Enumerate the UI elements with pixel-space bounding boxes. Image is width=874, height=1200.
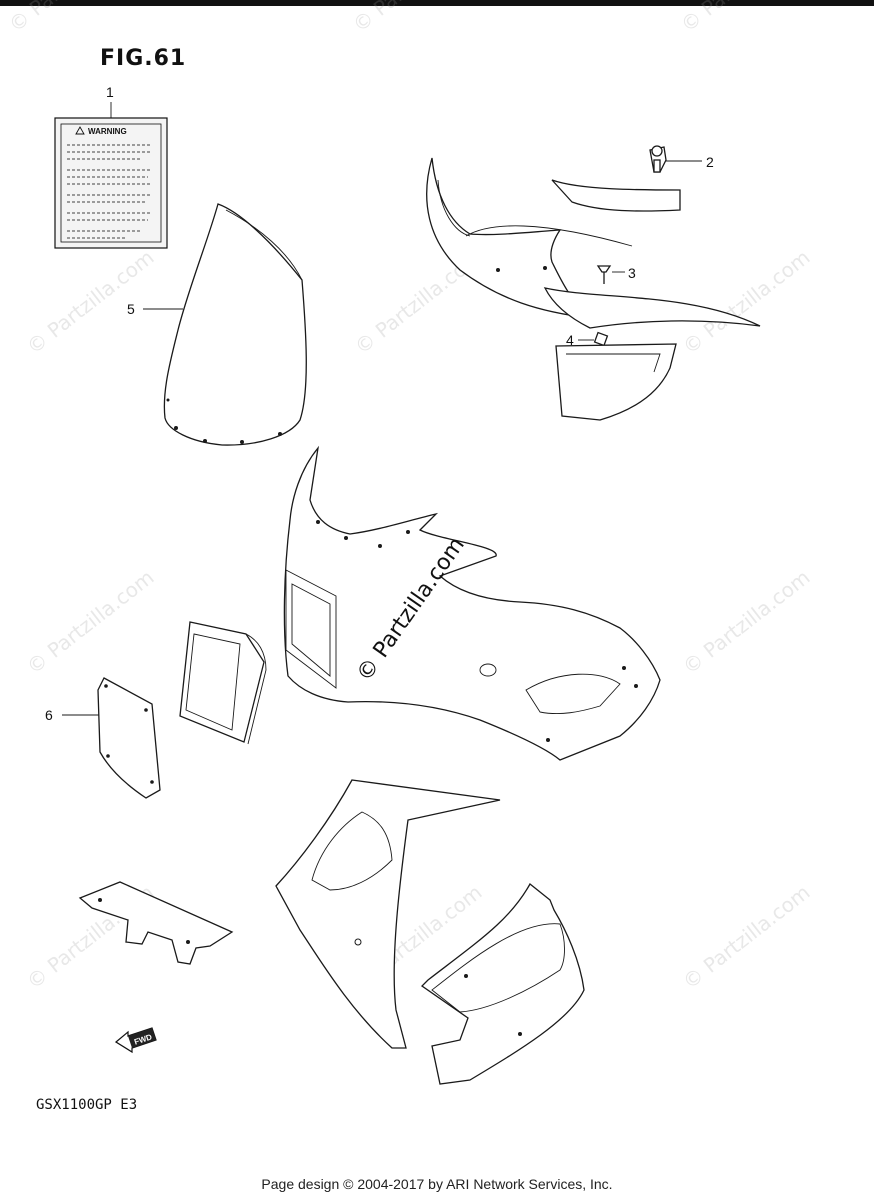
- cowling-body: [283, 445, 661, 761]
- upper-inner-panels: [426, 157, 761, 329]
- headlight-frame: [179, 621, 267, 745]
- windscreen: [143, 203, 307, 446]
- callout-number-2: 2: [706, 154, 714, 170]
- callout-number-5: 5: [127, 301, 135, 317]
- warning-label: WARNING: [54, 102, 168, 249]
- callout-number-3: 3: [628, 265, 636, 281]
- warning-label-sticker: [54, 117, 168, 249]
- screw: [596, 265, 625, 284]
- headlight-opening: [285, 569, 337, 689]
- callout-number-1: 1: [106, 84, 114, 100]
- figure-title: FIG.61: [100, 46, 187, 71]
- bracket-plate: [78, 881, 234, 965]
- cover-plate: [62, 677, 161, 799]
- lower-right-fairing: [420, 883, 585, 1085]
- callout-number-4: 4: [566, 332, 574, 348]
- fairing-lock: [649, 145, 702, 173]
- storage-pocket: [555, 343, 677, 421]
- warning-triangle-icon: [75, 126, 85, 135]
- upper-cowling: [283, 445, 661, 761]
- vent-recess: [525, 673, 621, 715]
- model-code: GSX1100GP E3: [36, 1097, 138, 1113]
- callout-number-6: 6: [45, 707, 53, 723]
- nut-and-pocket: [555, 331, 677, 421]
- right-inner-panel: [543, 287, 761, 329]
- fwd-arrow-icon: FWD: [114, 1027, 157, 1054]
- top-border: [0, 0, 874, 6]
- cover-plate-shape: [97, 677, 161, 799]
- page-footer: Page design © 2004-2017 by ARI Network S…: [261, 1176, 613, 1192]
- warning-label-heading: WARNING: [88, 127, 127, 136]
- windscreen-shape: [163, 203, 307, 446]
- lower-left-fairing: [275, 779, 501, 1049]
- mounting-stay: [551, 179, 681, 212]
